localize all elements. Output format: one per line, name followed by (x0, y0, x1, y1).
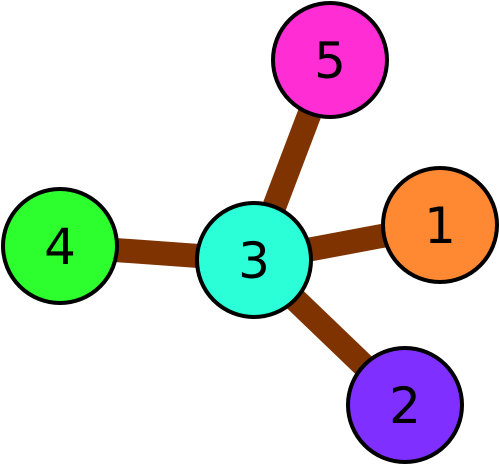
node-1: 1 (381, 166, 499, 284)
node-2: 2 (346, 346, 464, 464)
node-5-circle (271, 1, 389, 119)
node-3-circle (195, 201, 313, 319)
node-1-label: 1 (424, 197, 456, 255)
node-4: 4 (1, 187, 119, 305)
node-3: 3 (195, 201, 313, 319)
node-4-circle (1, 187, 119, 305)
node-1-circle (381, 166, 499, 284)
node-2-label: 2 (389, 377, 421, 435)
node-5: 5 (271, 1, 389, 119)
node-3-label: 3 (238, 232, 270, 290)
node-5-label: 5 (314, 32, 346, 90)
node-4-label: 4 (44, 218, 76, 276)
node-2-circle (346, 346, 464, 464)
